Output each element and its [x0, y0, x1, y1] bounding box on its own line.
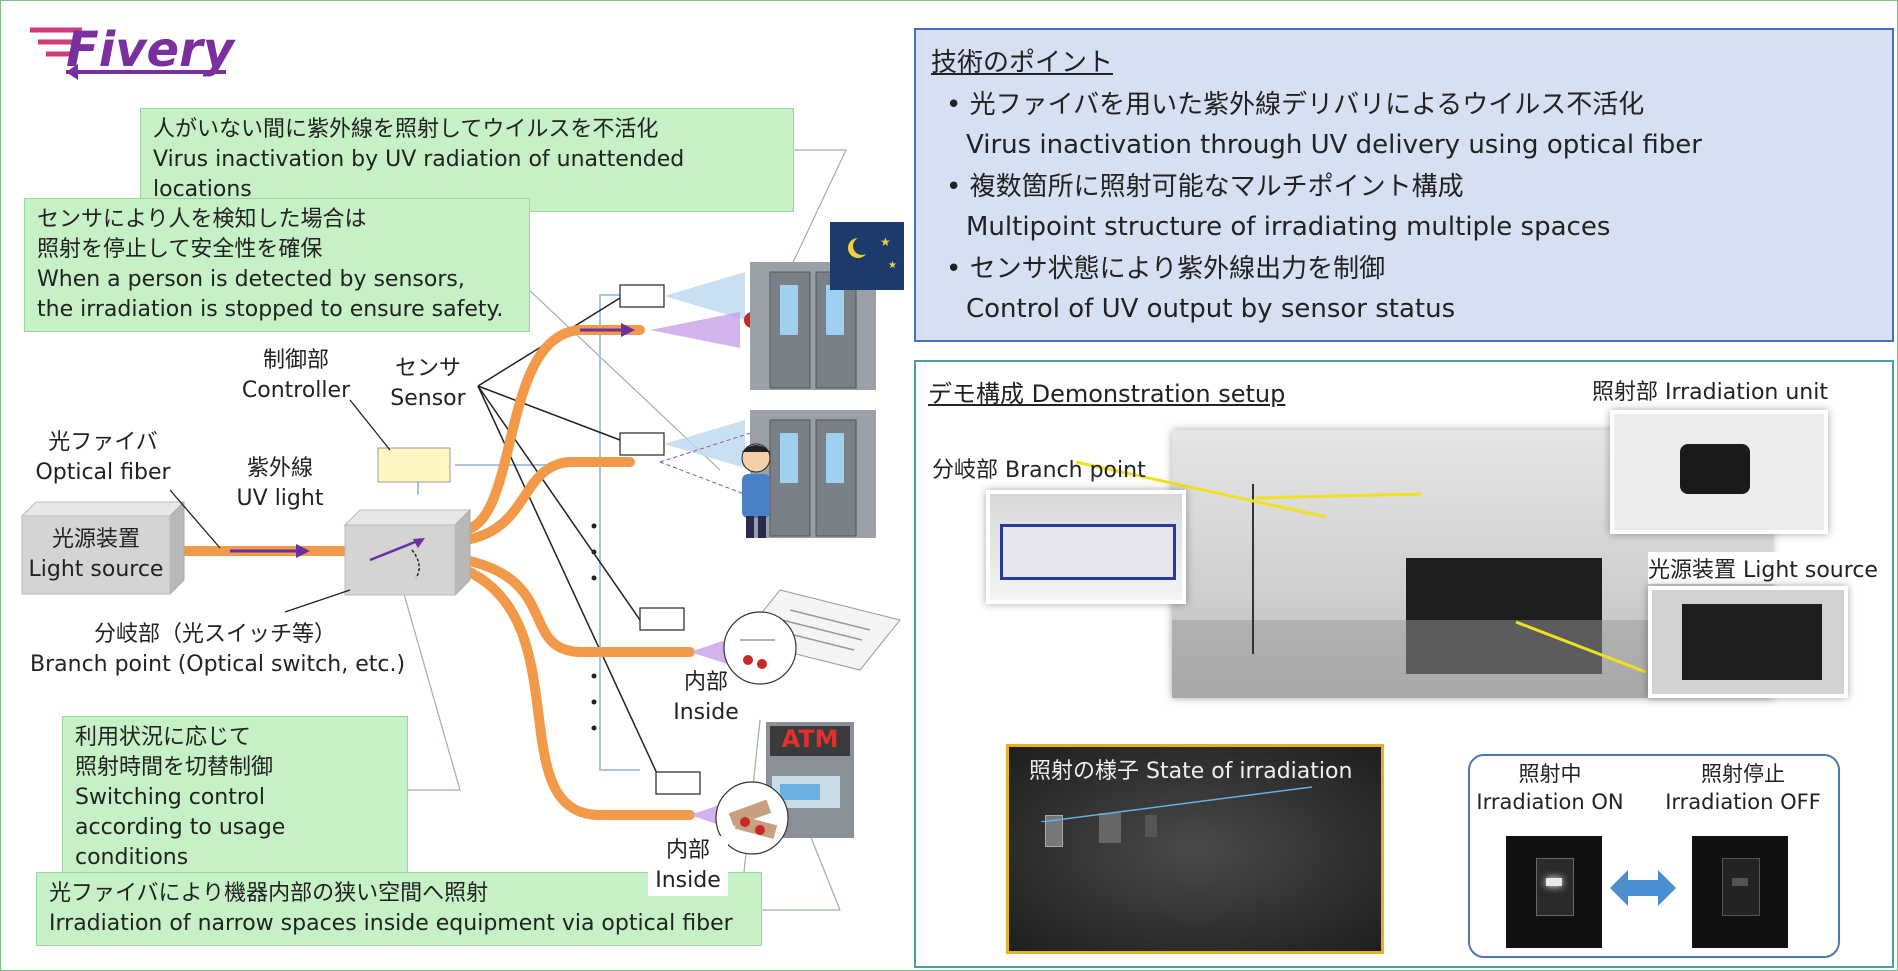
- branch-box: [343, 508, 472, 597]
- callout-usage: 利用状況に応じて 照射時間を切替制御 Switching control acc…: [62, 716, 408, 880]
- demo-light-source-label: 光源装置 Light source: [1648, 552, 1878, 584]
- callout-unattended: 人がいない間に紫外線を照射してウイルスを不活化 Virus inactivati…: [140, 108, 794, 212]
- leader-narrow-1: [736, 809, 841, 911]
- tech-point-1: • 光ファイバを用いた紫外線デリバリによるウイルス不活化: [946, 90, 1645, 120]
- tech-point-1-en: Virus inactivation through UV delivery u…: [966, 130, 1702, 160]
- svg-text:★: ★: [880, 235, 891, 249]
- double-arrow-icon: [1610, 870, 1676, 906]
- callout-unattended-en: Virus inactivation by UV radiation of un…: [153, 147, 685, 202]
- uv-delivery-diagram: ★ ★: [20, 149, 904, 911]
- callout-usage-jp-2: 照射時間を切替制御: [75, 755, 274, 780]
- callout-usage-en-2: according to usage conditions: [75, 815, 286, 870]
- uv-beams: [650, 272, 745, 832]
- light-source-photo: [1648, 586, 1848, 698]
- door-icon-2: [750, 410, 876, 538]
- state-pointer: [1040, 786, 1313, 822]
- callout-narrow-en: Irradiation of narrow spaces inside equi…: [49, 911, 733, 936]
- irradiation-on-photo: [1506, 836, 1602, 948]
- leader-usage: [399, 579, 461, 791]
- branch-point-photo: [986, 490, 1186, 604]
- tech-point-3-en: Control of UV output by sensor status: [966, 294, 1456, 324]
- callout-sensor-jp-1: センサにより人を検知した場合は: [37, 207, 367, 232]
- callout-sensor-en-2: the irradiation is stopped to ensure saf…: [37, 297, 504, 322]
- branch-point-label: 分岐部（光スイッチ等）Branch point (Optical switch,…: [30, 622, 406, 677]
- zoom-circle-ac: [723, 611, 797, 685]
- night-icon: ★ ★: [830, 222, 904, 290]
- logo-text: Fivery: [66, 22, 235, 78]
- state-photo: 照射の様子 State of irradiation: [1006, 744, 1384, 954]
- callout-narrow-spaces: 光ファイバにより機器内部の狭い空間へ照射 Irradiation of narr…: [36, 872, 762, 946]
- tech-points-title: 技術のポイント: [931, 48, 1114, 78]
- tech-points-panel: 技術のポイント • 光ファイバを用いた紫外線デリバリによるウイルス不活化 Vir…: [914, 28, 1894, 342]
- callout-sensor-jp-2: 照射を停止して安全性を確保: [37, 237, 323, 262]
- logo-mark-icon: [30, 27, 226, 80]
- callout-sensor-en-1: When a person is detected by sensors,: [37, 267, 465, 292]
- demo-pointer-lines: [1075, 460, 1647, 674]
- callout-sensor: センサにより人を検知した場合は 照射を停止して安全性を確保 When a per…: [24, 198, 530, 332]
- atm-label: ATM: [781, 725, 839, 753]
- leader-sensor-callout: [507, 269, 721, 471]
- irradiation-unit-photo: [1610, 410, 1828, 534]
- callout-usage-en-1: Switching control: [75, 785, 266, 810]
- irradiation-off-photo: [1692, 836, 1788, 948]
- demo-branch-point-label: 分岐部 Branch point: [932, 458, 1146, 483]
- demo-setup-panel: デモ構成 Demonstration setup 分岐部 Branch poin…: [914, 360, 1894, 968]
- uv-arrows: [230, 323, 635, 558]
- sensor-lines: [477, 297, 661, 781]
- callout-unattended-jp: 人がいない間に紫外線を照射してウイルスを不活化: [153, 117, 659, 142]
- state-title: 照射の様子 State of irradiation: [1029, 759, 1353, 784]
- person-icon: [741, 443, 771, 538]
- controller-box: [377, 447, 451, 483]
- tech-point-2-en: Multipoint structure of irradiating mult…: [966, 212, 1611, 242]
- demo-title: デモ構成 Demonstration setup: [928, 380, 1286, 408]
- leader-unattended: [776, 149, 847, 291]
- demo-irradiation-unit-label: 照射部 Irradiation unit: [1592, 380, 1828, 405]
- tech-point-3: • センサ状態により紫外線出力を制御: [946, 254, 1386, 284]
- sensor-boxes: [619, 284, 701, 795]
- svg-text:★: ★: [888, 260, 897, 271]
- tech-point-2: • 複数箇所に照射可能なマルチポイント構成: [946, 172, 1464, 202]
- callout-usage-jp-1: 利用状況に応じて: [75, 725, 252, 750]
- fivery-logo: Fivery: [26, 22, 246, 84]
- ellipsis-dots: [591, 523, 597, 731]
- light-source-box: [20, 500, 186, 596]
- callout-narrow-jp: 光ファイバにより機器内部の狭い空間へ照射: [49, 881, 489, 906]
